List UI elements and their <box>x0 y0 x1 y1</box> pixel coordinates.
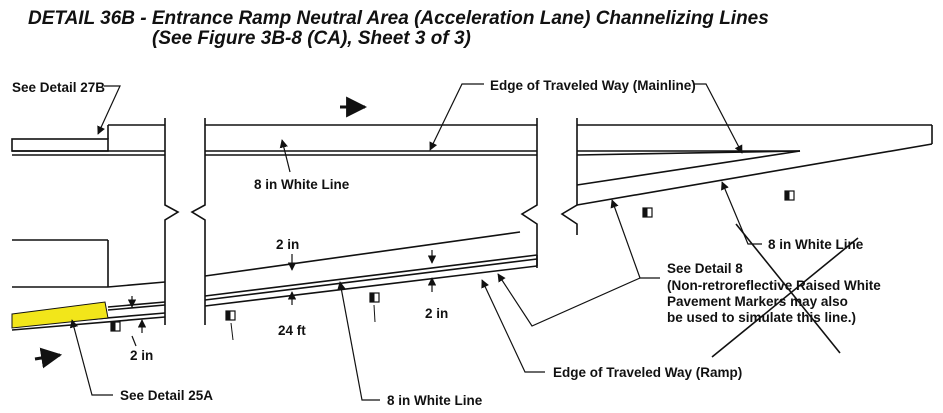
ramp-edge-right <box>576 143 933 206</box>
ramp-direction-arrow <box>34 347 63 369</box>
taper-lower-line <box>576 150 801 156</box>
label-note-line3: be used to simulate this line.) <box>667 310 856 325</box>
leader-ramp-edge <box>481 279 545 373</box>
label-edge-mainline: Edge of Traveled Way (Mainline) <box>490 78 696 93</box>
ramp-upper-seg2 <box>204 231 521 277</box>
break-line-2 <box>190 118 206 325</box>
leader-white-line-a <box>279 139 291 173</box>
break-line-4 <box>560 118 578 235</box>
label-see-detail-25a: See Detail 25A <box>120 388 213 403</box>
label-white-line-b: 8 in White Line <box>768 237 864 252</box>
break-line-3 <box>520 118 538 268</box>
leader-detail8-upper <box>610 199 660 279</box>
ramp-line-seg1-b <box>107 304 166 311</box>
pavement-markers <box>110 190 795 341</box>
ramp-upper-seg1 <box>107 281 166 288</box>
label-dim-2in-c: 2 in <box>130 348 153 363</box>
label-note-line2: Pavement Markers may also <box>667 294 848 309</box>
marker-2 <box>225 310 236 321</box>
cross-out-mark <box>711 223 859 358</box>
mainline-shoulder-strip <box>11 138 109 152</box>
leader-white-line-b <box>721 181 762 245</box>
dimension-arrows <box>127 250 437 347</box>
traffic-arrows <box>34 96 368 369</box>
label-see-detail-27b: See Detail 27B <box>12 80 105 95</box>
label-dim-2in-b: 2 in <box>425 306 448 321</box>
leader-white-line-c <box>337 281 380 401</box>
label-white-line-a: 8 in White Line <box>254 177 350 192</box>
leader-25a <box>69 319 113 396</box>
leader-mainline-left <box>429 83 484 151</box>
label-edge-ramp: Edge of Traveled Way (Ramp) <box>553 365 742 380</box>
marker-5 <box>784 190 795 201</box>
ramp-line-seg2-b <box>204 258 538 301</box>
marker-3 <box>369 292 380 303</box>
label-see-detail-8: See Detail 8 <box>667 261 743 276</box>
marker-1 <box>110 321 121 332</box>
label-note-line1: (Non-retroreflective Raised White <box>667 278 881 293</box>
marker-4 <box>642 207 653 218</box>
ramp-line-seg1-a <box>107 301 166 308</box>
taper-diagonal <box>576 150 801 186</box>
break-line-1 <box>164 118 180 325</box>
label-dim-2in-a: 2 in <box>276 237 299 252</box>
ramp-bottom-seg2 <box>204 265 538 307</box>
leader-27b <box>97 85 121 135</box>
leader-detail8-lower <box>497 273 641 327</box>
ramp-road <box>11 231 538 331</box>
label-white-line-c: 8 in White Line <box>387 393 483 408</box>
break-lines <box>164 118 578 325</box>
ramp-line-seg2-a <box>204 254 538 297</box>
diagram-subtitle: (See Figure 3B-8 (CA), Sheet 3 of 3) <box>152 28 471 49</box>
leader-lines <box>69 83 762 401</box>
label-dim-24ft: 24 ft <box>278 323 306 338</box>
diagram-title: DETAIL 36B - Entrance Ramp Neutral Area … <box>28 8 769 29</box>
yellow-edge-line <box>11 301 109 329</box>
mainline-road <box>11 124 933 206</box>
leader-mainline-right <box>694 83 743 154</box>
dim-2in-c-leader <box>131 335 137 347</box>
